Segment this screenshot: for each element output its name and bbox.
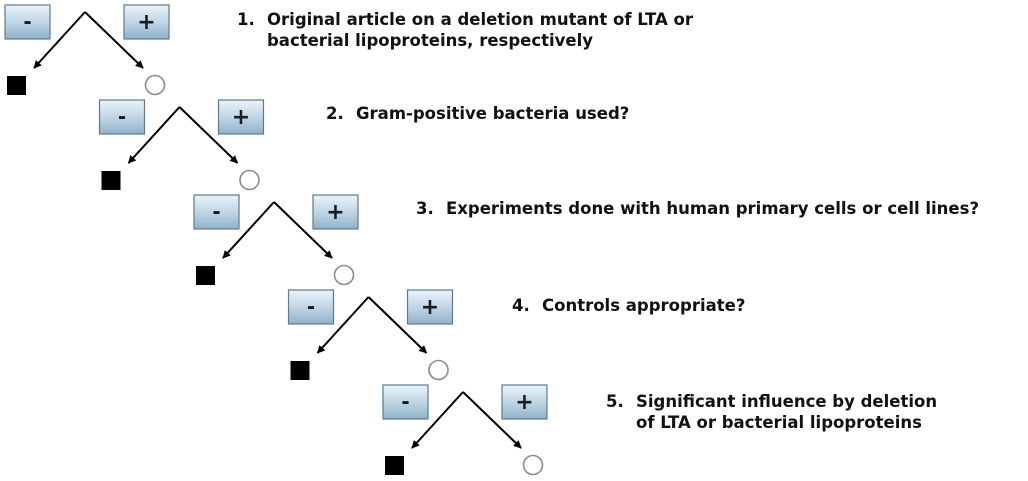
arrow-negative [316,296,370,354]
included-circle-marker [428,359,449,381]
included-circle-marker [239,169,260,191]
question-text: Significant influence by deletion [636,392,938,411]
arrow-negative [33,11,86,69]
excluded-square-marker [290,361,310,380]
minus-button-5[interactable]: - [382,384,429,420]
question-number: 1. [237,10,255,29]
question-text-continued: bacterial lipoproteins, respectively [267,31,594,50]
arrow-positive [273,201,333,259]
included-circle-marker [144,74,166,96]
question-3: 3. Experiments done with human primary ce… [416,198,979,219]
question-text: Controls appropriate? [542,296,746,315]
plus-button-4[interactable]: + [406,289,454,325]
minus-label: - [401,390,409,414]
minus-button-2[interactable]: - [98,99,146,135]
question-number: 3. [416,199,434,218]
included-circle-marker [522,454,544,476]
minus-button-4[interactable]: - [287,289,335,325]
decision-step-4: -+ [287,289,454,381]
arrow-negative [222,201,275,259]
decision-step-1: -+ [4,4,170,96]
minus-label: - [212,200,220,224]
question-text: Gram-positive bacteria used? [356,104,630,123]
question-4: 4. Controls appropriate? [512,295,745,316]
question-number: 5. [606,392,624,411]
excluded-square-marker [7,76,26,95]
arrow-positive [367,296,428,354]
excluded-square-marker [196,266,215,285]
decision-step-5: -+ [382,384,548,476]
minus-button-3[interactable]: - [193,194,240,230]
question-2: 2. Gram-positive bacteria used? [326,103,629,124]
question-number: 2. [326,104,344,123]
decision-step-2: -+ [98,99,265,191]
question-text: Original article on a deletion mutant of… [267,10,694,29]
included-circle-marker [333,264,355,286]
plus-label: + [515,390,533,415]
plus-button-3[interactable]: + [312,194,359,230]
arrow-positive [178,106,239,164]
plus-label: + [137,10,155,35]
question-5: 5. Significant influence by deletion of LT… [606,391,937,433]
excluded-square-marker [101,171,121,190]
excluded-square-marker [385,456,404,475]
plus-button-2[interactable]: + [217,99,265,135]
plus-label: + [421,295,439,320]
plus-button-1[interactable]: + [123,4,170,40]
question-text: Experiments done with human primary cell… [446,199,980,218]
decision-step-3: -+ [193,194,359,286]
minus-label: - [118,105,126,129]
question-1: 1. Original article on a deletion mutant … [237,9,693,51]
minus-label: - [23,10,31,34]
arrow-positive [84,11,144,69]
question-text-continued: of LTA or bacterial lipoproteins [636,413,922,432]
question-number: 4. [512,296,530,315]
minus-label: - [307,295,315,319]
arrow-negative [411,391,464,449]
minus-button-1[interactable]: - [4,4,51,40]
arrow-negative [127,106,181,164]
plus-label: + [232,105,250,130]
plus-button-5[interactable]: + [501,384,548,420]
plus-label: + [326,200,344,225]
arrow-positive [462,391,522,449]
